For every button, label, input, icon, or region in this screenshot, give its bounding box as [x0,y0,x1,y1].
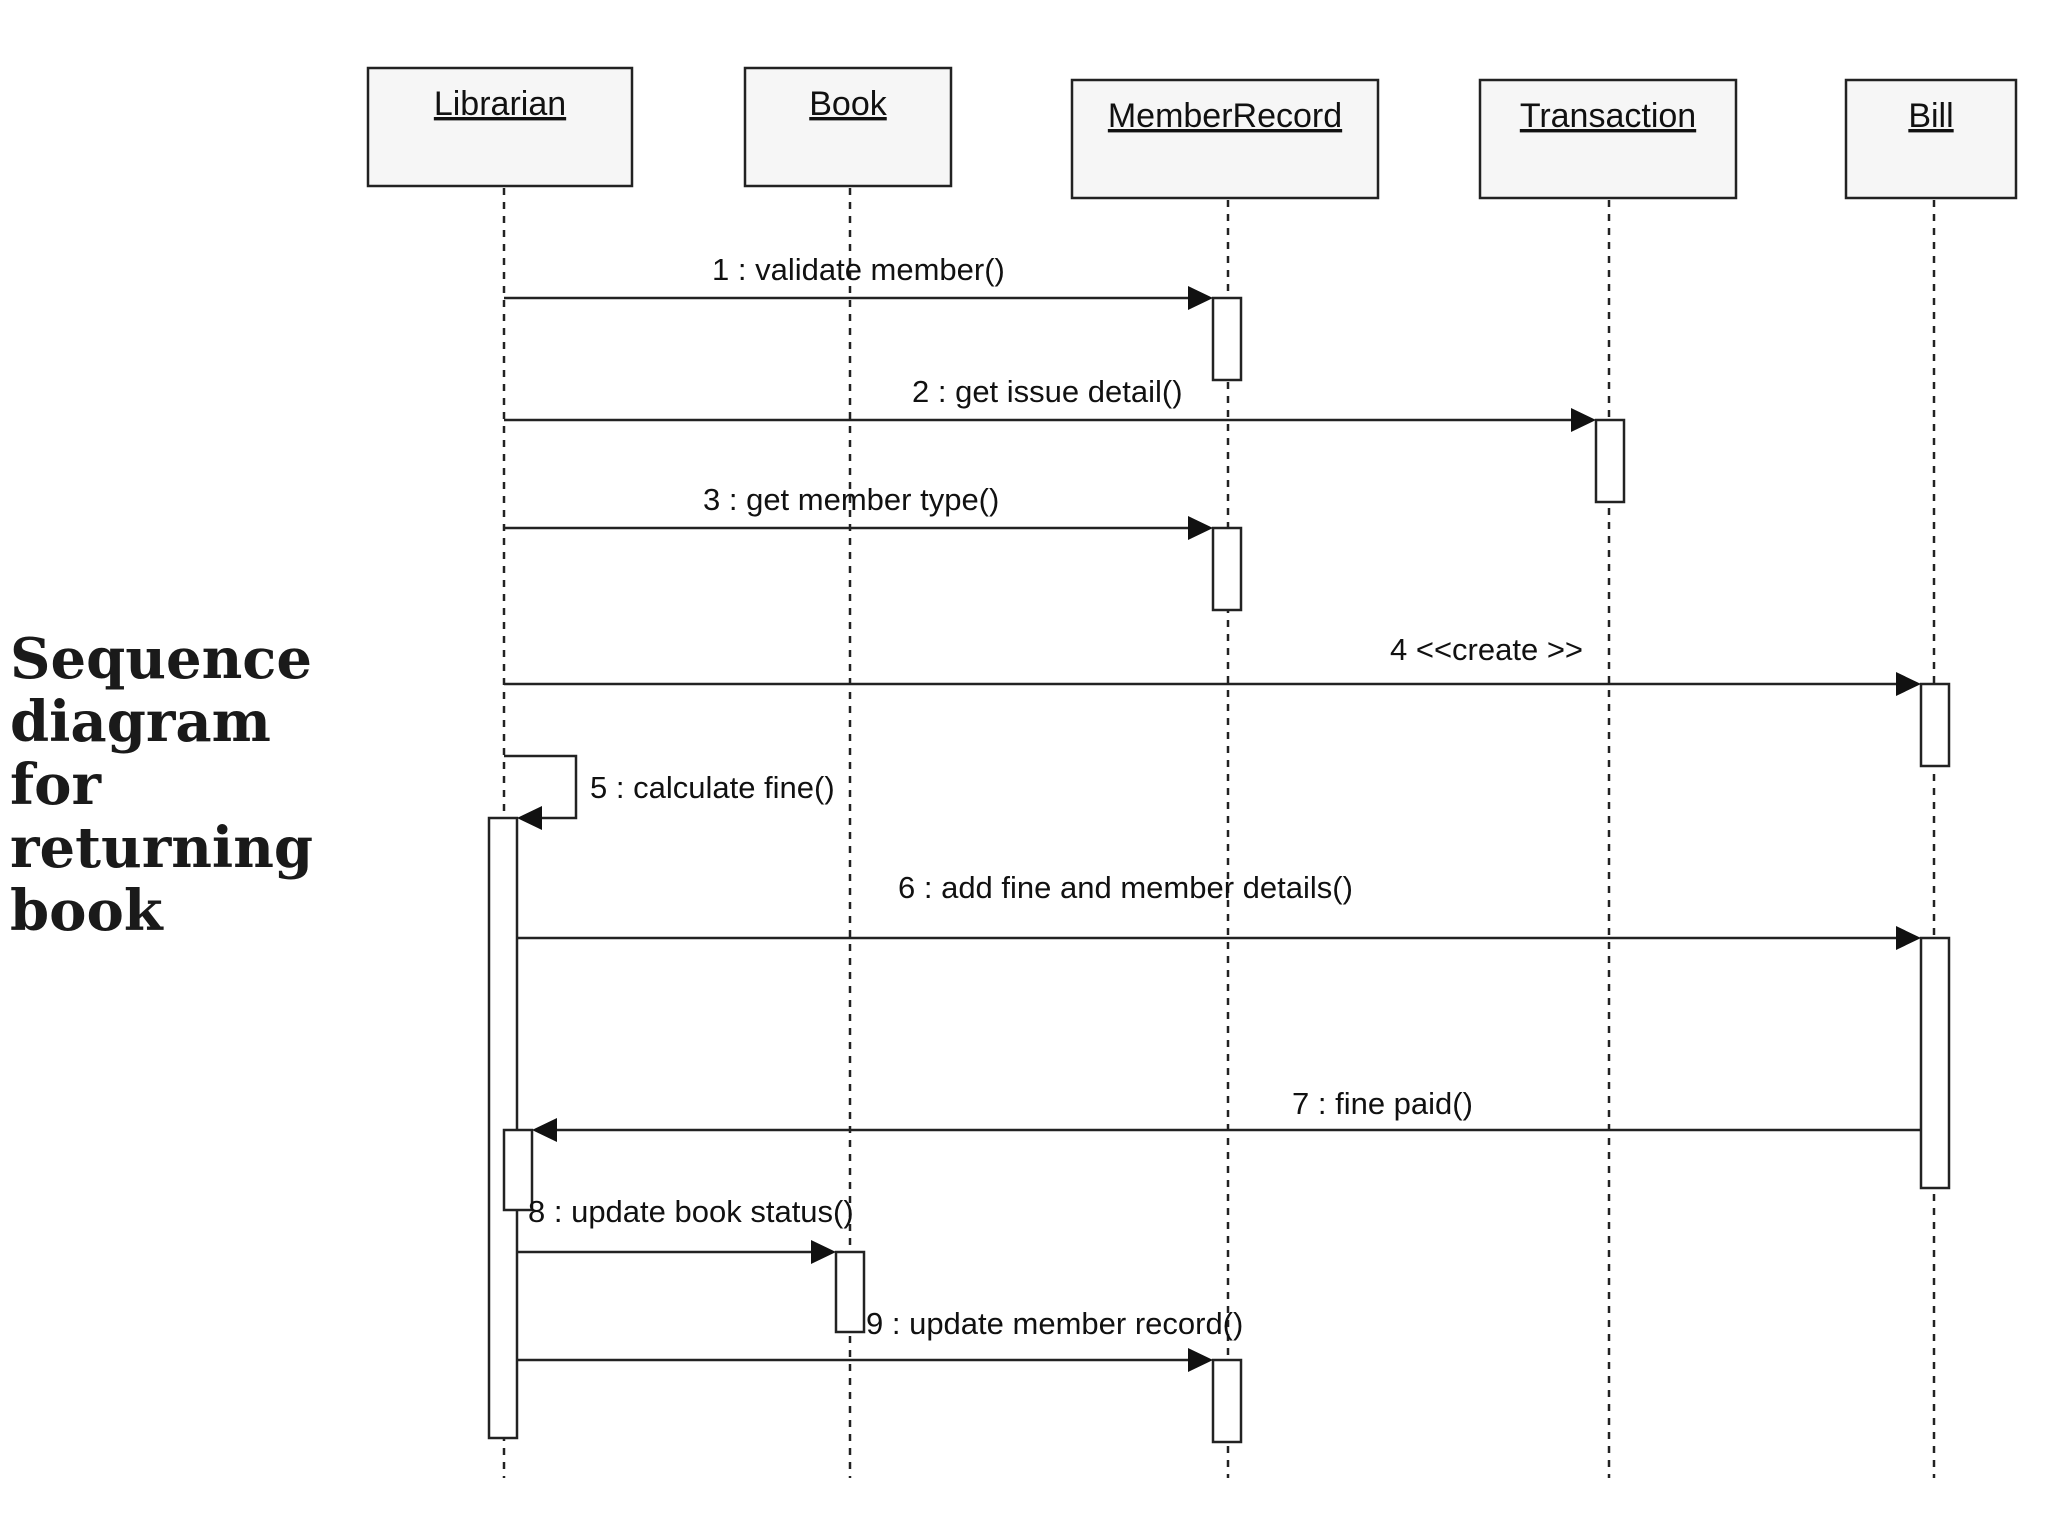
message-label: 1 : validate member() [712,252,1005,287]
object-label: Librarian [434,85,566,123]
message-label: 9 : update member record() [866,1306,1243,1341]
activation-bar [1211,1358,1243,1444]
activation-bar [1594,418,1626,504]
activation-bar [1211,296,1243,382]
activation-bar [1211,526,1243,612]
arrowhead [1188,1348,1213,1372]
object-label: Transaction [1520,97,1696,135]
activation-bar [487,816,519,1440]
slide-title-line: book [10,878,163,944]
activation-bar [1919,936,1951,1190]
message-5: 5 : calculate fine() [504,754,835,830]
object-bill: Bill [1844,78,2018,200]
object-librarian: Librarian [366,66,634,188]
message-label: 5 : calculate fine() [590,770,835,805]
message-1: 1 : validate member() [504,252,1213,310]
arrowhead [1188,516,1213,540]
message-4: 4 <<create >> [504,632,1921,696]
message-label: 3 : get member type() [703,482,999,517]
arrowhead [811,1240,836,1264]
object-transaction: Transaction [1478,78,1738,200]
message-label: 2 : get issue detail() [912,374,1183,409]
object-label: MemberRecord [1108,97,1342,135]
arrowhead [532,1118,557,1142]
activation-bar [502,1128,534,1212]
message-label: 8 : update book status() [528,1194,854,1229]
object-label: Book [809,85,887,123]
arrowhead [1896,926,1921,950]
slide-title: Sequence diagram for returning book [10,626,314,944]
slide-title-line: returning [10,815,314,881]
slide-title-line: Sequence [10,626,313,692]
arrowhead [1896,672,1921,696]
message-label: 4 <<create >> [1390,632,1583,667]
message-3: 3 : get member type() [504,482,1213,540]
object-label: Bill [1908,97,1953,135]
arrowhead [1571,408,1596,432]
message-9: 9 : update member record() [517,1306,1243,1372]
message-label: 7 : fine paid() [1292,1086,1473,1121]
message-6: 6 : add fine and member details() [517,870,1921,950]
arrowhead [1188,286,1213,310]
object-memberrecord: MemberRecord [1070,78,1380,200]
message-7: 7 : fine paid() [532,1086,1921,1142]
message-2: 2 : get issue detail() [504,374,1596,432]
object-book: Book [743,66,953,188]
activation-bar [1919,682,1951,768]
message-label: 6 : add fine and member details() [898,870,1353,905]
slide-title-line: diagram [10,689,271,755]
message-8: 8 : update book status() [517,1194,854,1264]
slide-title-line: for [10,752,101,818]
arrowhead [517,806,542,830]
activation-bar [834,1250,866,1334]
